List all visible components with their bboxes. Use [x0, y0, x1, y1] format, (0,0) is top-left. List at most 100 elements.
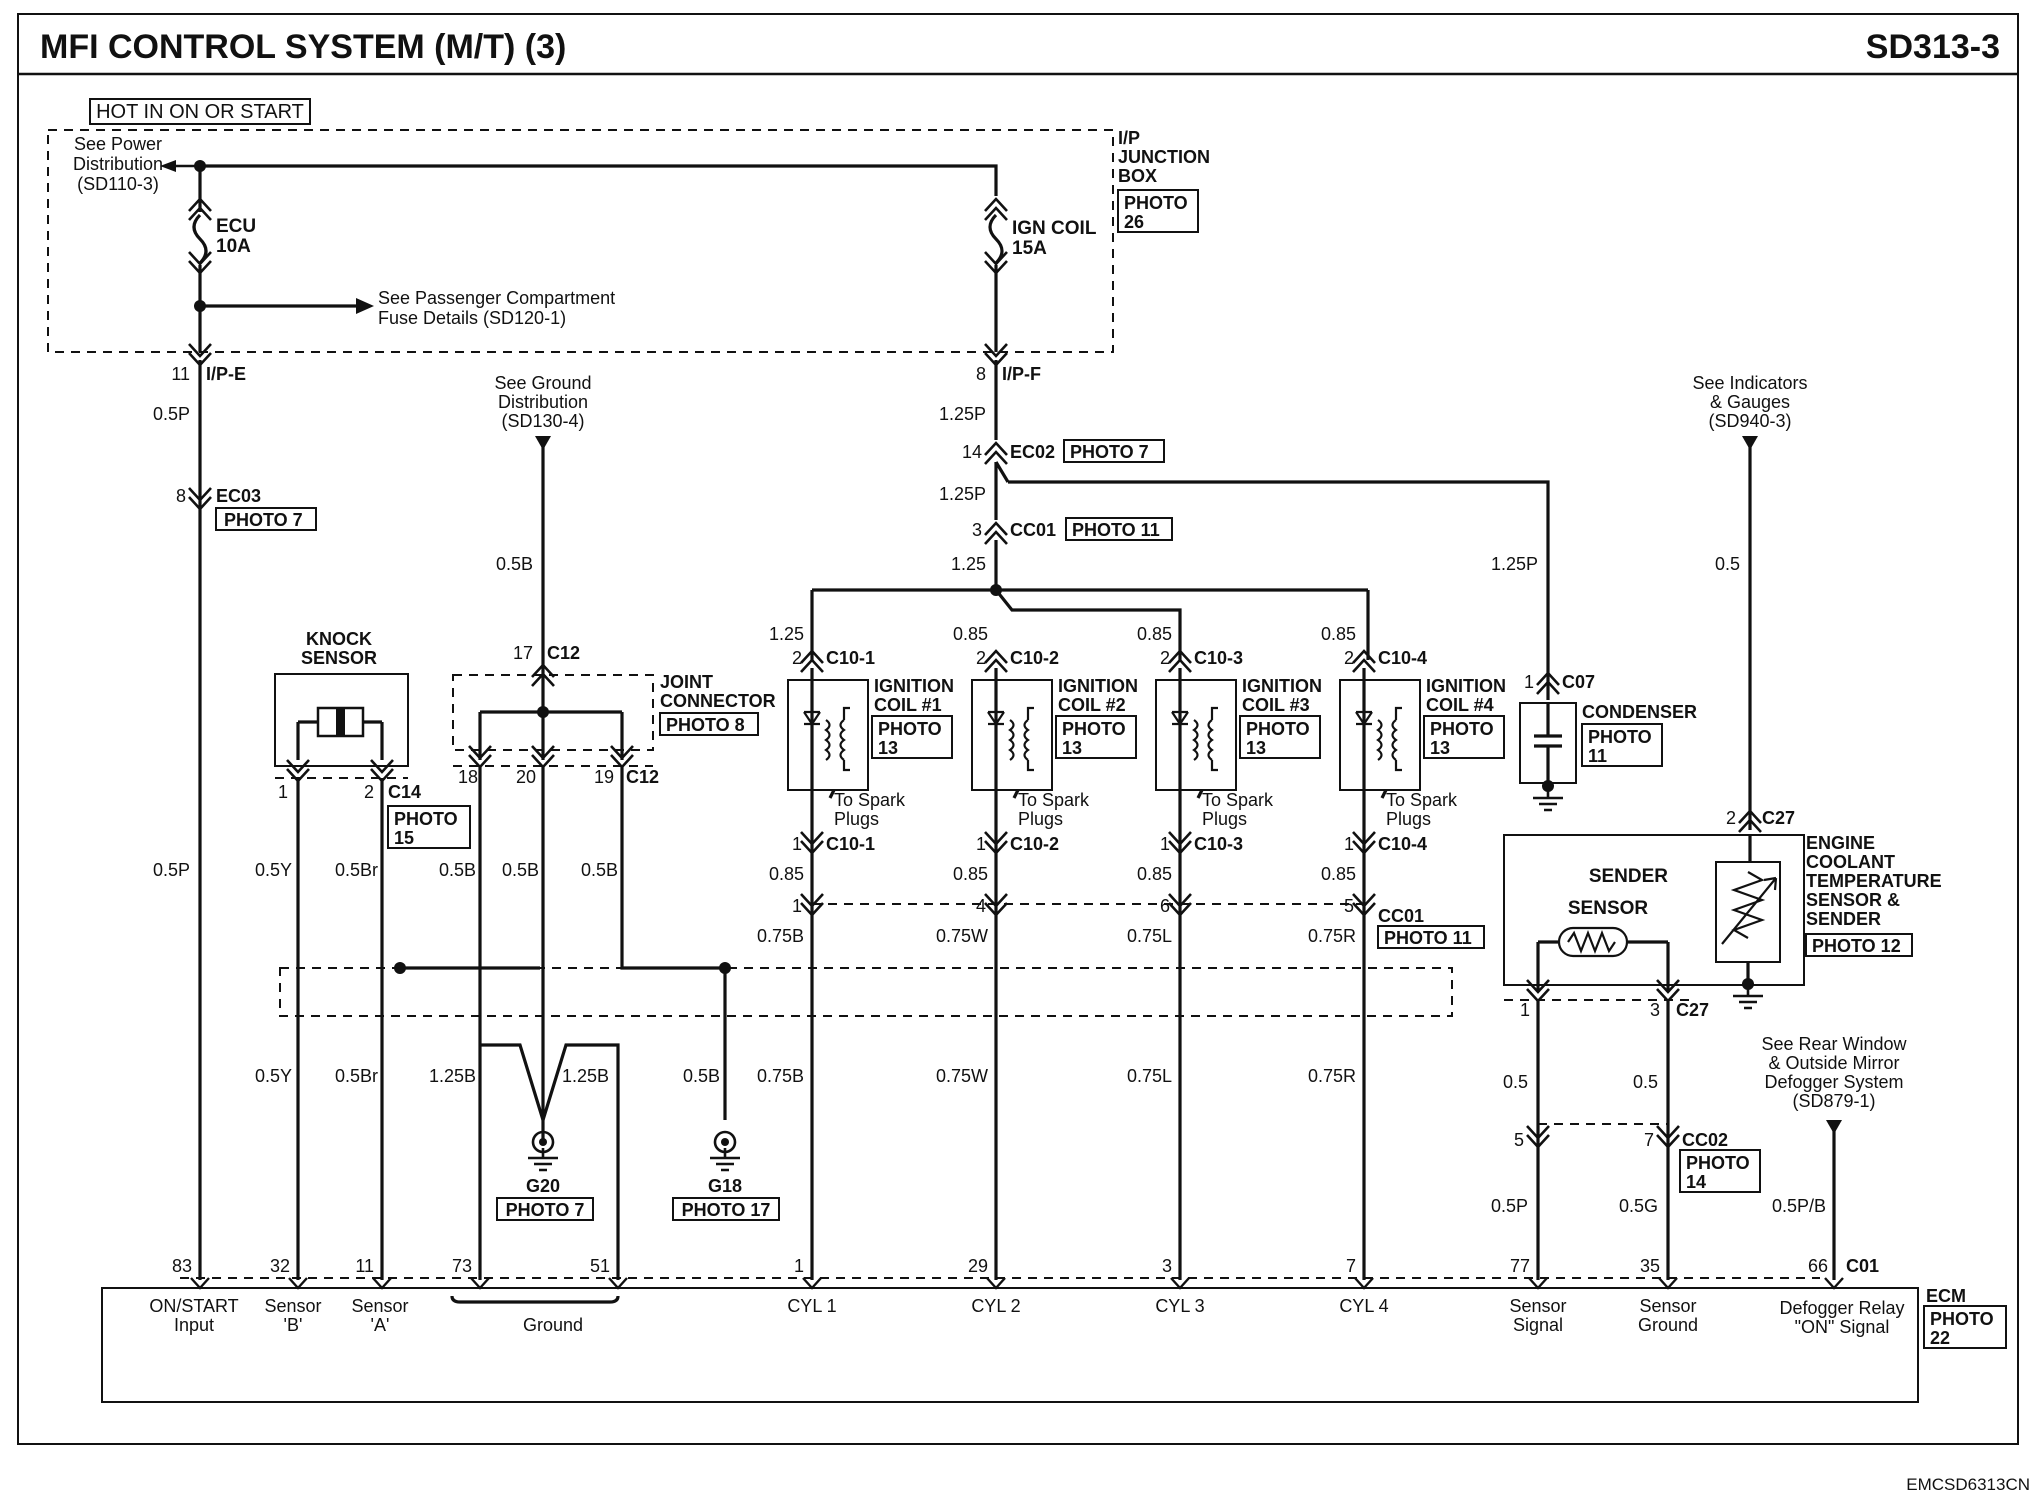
c14-pin1: 1 — [278, 782, 288, 802]
c27-top-pin: 2 — [1726, 808, 1736, 828]
coil-wire-mid-4: 0.75R — [1308, 926, 1356, 946]
coil-connector-top-1: C10-1 — [826, 648, 875, 668]
coil-label-1-4: IGNITION — [1426, 676, 1506, 696]
svg-text:KNOCK: KNOCK — [306, 629, 372, 649]
ecm-label-sensor-a-1: Sensor — [351, 1296, 408, 1316]
c12-name: C12 — [626, 767, 659, 787]
coil-pin-in-2: 2 — [976, 648, 986, 668]
wire-05br-a: 0.5Br — [335, 860, 378, 880]
coil-photo-1-1: PHOTO — [878, 719, 942, 739]
coil-wire-mid-1: 0.75B — [757, 926, 804, 946]
coil-label-2-4: COIL #4 — [1426, 695, 1494, 715]
coil-pin-out-2: 1 — [976, 834, 986, 854]
ecm-terminal-8 — [1170, 1277, 1190, 1290]
c27-pin1: 1 — [1520, 1000, 1530, 1020]
cc01-photo: PHOTO 11 — [1072, 520, 1160, 540]
coolant-label-2: COOLANT — [1806, 852, 1895, 872]
ipf-pin: 8 — [976, 364, 986, 384]
ecm-terminal-9 — [1354, 1277, 1374, 1290]
coil-connector-top-2: C10-2 — [1010, 648, 1059, 668]
coil-wire-low-2: 0.75W — [936, 1066, 988, 1086]
wire-05br-b: 0.5Br — [335, 1066, 378, 1086]
ec03-pin: 8 — [176, 486, 186, 506]
wire-05y-b: 0.5Y — [255, 1066, 292, 1086]
coil-connector-bot-2: C10-2 — [1010, 834, 1059, 854]
coolant-label-4: SENSOR & — [1806, 890, 1900, 910]
coil-pin-in-4: 2 — [1344, 648, 1354, 668]
c07-name: C07 — [1562, 672, 1595, 692]
joint-photo: PHOTO 8 — [666, 715, 745, 735]
sensor-label: SENSOR — [1568, 898, 1649, 919]
ecm-terminal-10 — [1528, 1277, 1548, 1290]
ecm-photo-1: PHOTO — [1930, 1309, 1994, 1329]
shield-outline — [279, 967, 1453, 1017]
c01-name: C01 — [1846, 1256, 1879, 1276]
ecm-label-sensor-ground-2: Ground — [1638, 1315, 1698, 1335]
c14-pin2: 2 — [364, 782, 374, 802]
ec02-pin: 14 — [962, 442, 982, 462]
coil-connector-top-3: C10-3 — [1194, 648, 1243, 668]
box-label-3: BOX — [1118, 166, 1157, 186]
fuse2-name: IGN COIL — [1012, 218, 1097, 239]
cc02-pin5: 5 — [1514, 1130, 1524, 1150]
page-title: MFI CONTROL SYSTEM (M/T) (3) — [40, 28, 566, 66]
cc02-name: CC02 — [1682, 1130, 1728, 1150]
fuse2-rating: 15A — [1012, 238, 1047, 259]
ground-g20 — [526, 1130, 560, 1172]
coolant-temp-sensor — [1503, 834, 1805, 1010]
ecm-pin-5: 51 — [590, 1256, 610, 1276]
coil-pin-out-1: 1 — [792, 834, 802, 854]
ip-junction-box: HOT IN ON OR START See Power Distributio… — [47, 98, 1210, 353]
c07-pin: 1 — [1524, 672, 1534, 692]
ecm-label-onstart-1: ON/START — [149, 1296, 238, 1316]
wire-05b-top: 0.5B — [496, 554, 533, 574]
rear-window-4: (SD879-1) — [1792, 1091, 1875, 1111]
c12-top-pin: 17 — [513, 643, 533, 663]
indicators-1: See Indicators — [1692, 373, 1807, 393]
coil-wire-085-2: 0.85 — [953, 864, 988, 884]
ecm-label-cyl4: CYL 4 — [1339, 1296, 1388, 1316]
ecm-pin-1: 83 — [172, 1256, 192, 1276]
ground-dist-2: Distribution — [498, 392, 588, 412]
condenser — [1519, 702, 1577, 812]
coil-wire-085-4: 0.85 — [1321, 864, 1356, 884]
coil-label-1-2: IGNITION — [1058, 676, 1138, 696]
joint-label-1: JOINT — [660, 672, 713, 692]
ecm-terminal-4 — [470, 1277, 490, 1290]
wire-05-sig: 0.5 — [1503, 1072, 1528, 1092]
coil-pin-in-3: 2 — [1160, 648, 1170, 668]
ecm-label-ground: Ground — [523, 1315, 583, 1335]
see-power-2: Distribution — [73, 154, 163, 174]
knock-sensor: KNOCK SENSOR — [274, 629, 409, 767]
ecm-label-sensor-b-2: 'B' — [284, 1315, 303, 1335]
ecm-terminal-1 — [190, 1277, 210, 1290]
coil-wire-mid-3: 0.75L — [1127, 926, 1172, 946]
ecm-label-sensor-a-2: 'A' — [371, 1315, 390, 1335]
coil-connector-bot-3: C10-3 — [1194, 834, 1243, 854]
c27-name: C27 — [1676, 1000, 1709, 1020]
g18-photo: PHOTO 17 — [682, 1200, 771, 1220]
spark-label-2-2: Plugs — [1018, 809, 1063, 829]
c12-top-name: C12 — [547, 643, 580, 663]
ecm-label-cyl1: CYL 1 — [787, 1296, 836, 1316]
cc01-lower-photo: PHOTO 11 — [1384, 928, 1472, 948]
ecm-pin-11: 35 — [1640, 1256, 1660, 1276]
ecm-terminal-c01 — [1824, 1277, 1844, 1290]
ground-dist-3: (SD130-4) — [501, 411, 584, 431]
spark-label-2-3: Plugs — [1202, 809, 1247, 829]
ign-coil-fuse — [988, 213, 1004, 265]
ecm-pin-10: 77 — [1510, 1256, 1530, 1276]
spark-label-2-1: Plugs — [834, 809, 879, 829]
sender-label: SENDER — [1589, 866, 1668, 887]
svg-text:SENSOR: SENSOR — [301, 648, 377, 668]
ecm-label-defogger-1: Defogger Relay — [1779, 1298, 1904, 1318]
spark-label-1-4: To Spark — [1386, 790, 1458, 810]
ecm-terminal-7 — [986, 1277, 1006, 1290]
wire-05p-mid: 0.5P — [153, 860, 190, 880]
box-label-1: I/P — [1118, 128, 1140, 148]
coil-connector-top-4: C10-4 — [1378, 648, 1427, 668]
ipe-name: I/P-E — [206, 364, 246, 384]
